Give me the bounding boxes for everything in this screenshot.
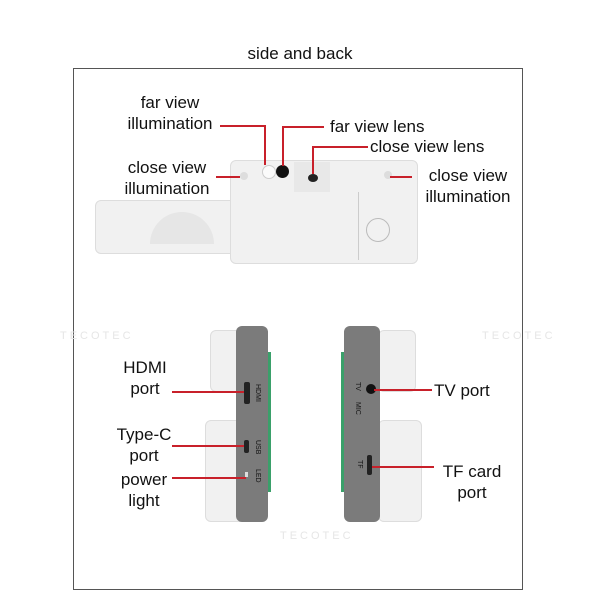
label-tv-port: TV port (434, 381, 490, 400)
device-stand-right-lower (378, 420, 422, 522)
tf-marking: TF (356, 460, 363, 469)
leader-line (216, 176, 240, 178)
usb-marking: USB (254, 440, 261, 455)
side-buttons (341, 352, 344, 492)
leader-line (172, 477, 246, 479)
watermark: TECOTEC (280, 530, 354, 542)
hdmi-marking: HDMI (254, 384, 261, 402)
panel-seam (358, 192, 359, 260)
label-close-view-illumination-left: close view illumination (124, 158, 210, 198)
device-stand-right (378, 330, 416, 392)
watermark: TECOTEC (60, 330, 134, 342)
power-led (245, 472, 248, 477)
dial (366, 218, 390, 242)
leader-line (282, 126, 284, 166)
side-buttons (268, 352, 271, 492)
close-view-illumination-right-led (384, 171, 392, 179)
leader-line (372, 466, 434, 468)
tv-port (366, 384, 376, 394)
leader-line (374, 389, 432, 391)
far-view-illumination-led (262, 165, 276, 179)
label-far-view-lens: far view lens (330, 117, 425, 136)
hdmi-port (244, 382, 250, 404)
leader-line (312, 146, 368, 148)
label-close-view-illumination-right: close view illumination (425, 166, 511, 206)
tv-marking: TV (354, 382, 361, 391)
leader-line (282, 126, 324, 128)
label-hdmi-port: HDMI port (123, 358, 167, 398)
far-view-lens (276, 165, 289, 178)
diagram-title: side and back (247, 44, 353, 63)
watermark: TECOTEC (482, 330, 556, 342)
leader-line (172, 391, 244, 393)
label-far-view-illumination: far view illumination (127, 93, 213, 133)
mic-marking: MIC (354, 402, 361, 415)
leader-line (220, 125, 265, 127)
led-marking: LED (254, 469, 261, 483)
type-c-port (244, 440, 249, 453)
left-side-panel (236, 326, 268, 522)
leader-line (390, 176, 412, 178)
label-tf-card-port: TF card port (442, 462, 502, 502)
close-view-lens (308, 174, 318, 182)
leader-line (264, 125, 266, 165)
leader-line (312, 146, 314, 174)
right-side-panel (344, 326, 380, 522)
close-view-illumination-left-led (240, 172, 248, 180)
label-close-view-lens: close view lens (370, 137, 485, 156)
tf-card-slot (367, 455, 372, 475)
diagram-frame (73, 68, 523, 590)
label-power-light: power light (120, 470, 168, 510)
leader-line (172, 445, 244, 447)
label-type-c-port: Type-C port (116, 425, 172, 465)
